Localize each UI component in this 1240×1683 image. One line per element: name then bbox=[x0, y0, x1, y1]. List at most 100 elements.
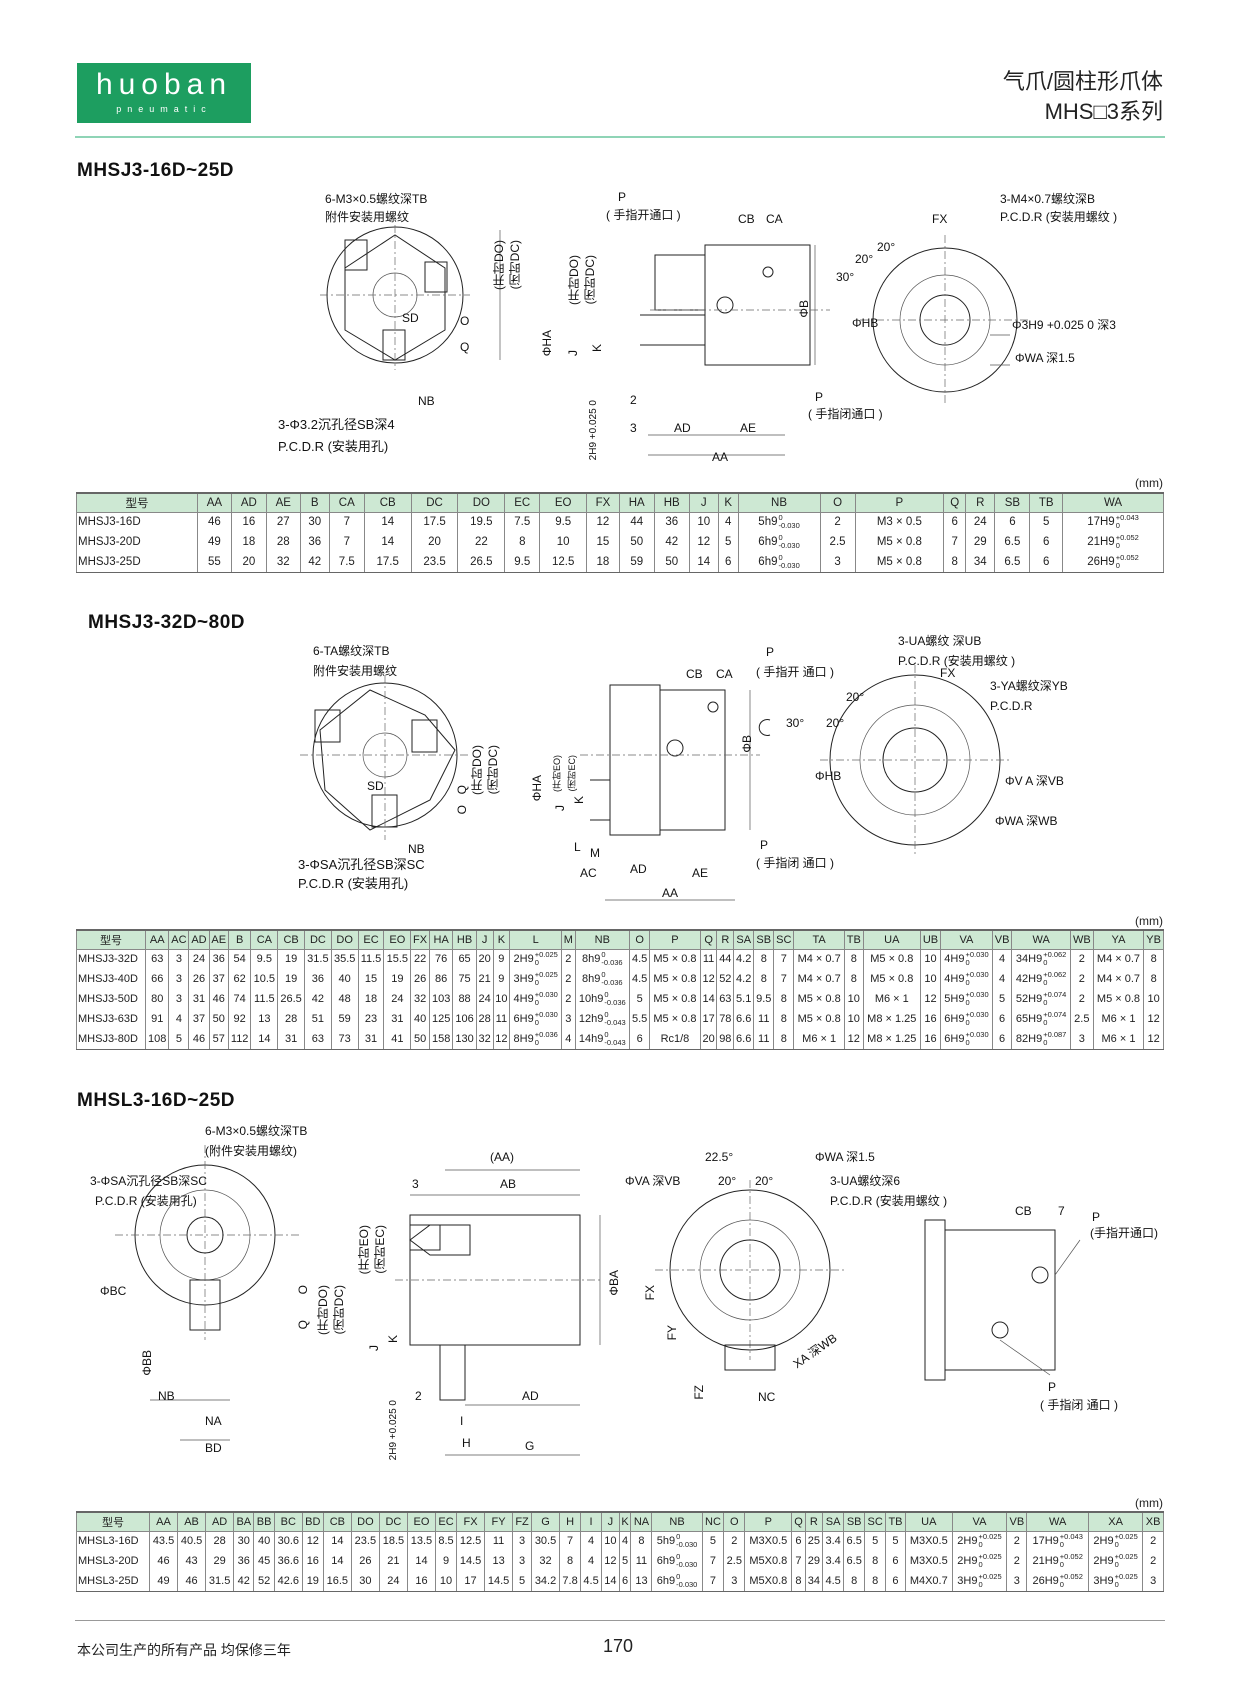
table-cell: 26 bbox=[188, 969, 210, 989]
callout: 30° bbox=[836, 270, 855, 284]
table-cell: 12 bbox=[919, 989, 941, 1009]
table-cell: 36 bbox=[208, 949, 229, 969]
callout: (闭时DC) bbox=[332, 1285, 346, 1335]
table-cell: 17.5 bbox=[410, 512, 459, 532]
table-cell: 8 bbox=[791, 1571, 806, 1592]
table-cell: 52 bbox=[253, 1571, 275, 1592]
callout: ΦHB bbox=[852, 316, 879, 330]
column-header: EO bbox=[383, 929, 412, 950]
column-header: AB bbox=[177, 1511, 207, 1532]
table-cell: 16 bbox=[919, 1009, 941, 1029]
table-cell: 10 bbox=[688, 512, 719, 532]
callout: 20° bbox=[877, 240, 896, 254]
callout: CB bbox=[738, 212, 755, 226]
callout: ( 手指闭 通口 ) bbox=[1040, 1398, 1118, 1412]
column-header: L bbox=[509, 929, 563, 950]
callout: SD bbox=[402, 311, 419, 325]
column-header: WA bbox=[1062, 492, 1164, 513]
table-cell: 27 bbox=[265, 512, 301, 532]
callout: ΦWA 深1.5 bbox=[815, 1150, 875, 1164]
column-header: P bbox=[854, 492, 945, 513]
logo-text: huoban bbox=[95, 68, 233, 101]
table-cell: 106 bbox=[452, 1009, 477, 1029]
table-cell: 42 bbox=[304, 989, 332, 1009]
column-header: NA bbox=[630, 1511, 653, 1532]
table-cell: 5 bbox=[618, 1551, 632, 1571]
column-header: CB bbox=[277, 929, 305, 950]
column-header: VB bbox=[1006, 1511, 1028, 1532]
column-header: R bbox=[804, 1511, 824, 1532]
callout: AE bbox=[740, 421, 757, 435]
table-cell: 2 bbox=[561, 969, 576, 989]
table-cell: 11.5 bbox=[357, 949, 385, 969]
callout: P.C.D.R (安装用螺纹 ) bbox=[830, 1194, 948, 1208]
callout: J bbox=[367, 1345, 381, 1351]
table-cell: 32 bbox=[475, 1029, 494, 1050]
column-header: G bbox=[530, 1511, 561, 1532]
column-header: NB bbox=[737, 492, 821, 513]
table-cell: 34.2 bbox=[530, 1571, 561, 1592]
callout: ( 手指闭 通口 ) bbox=[756, 856, 834, 870]
table-cell: M5 × 0.8 bbox=[854, 552, 945, 573]
callout: ΦHB bbox=[815, 769, 842, 783]
table-cell: 17 bbox=[699, 1009, 718, 1029]
callout: (附件安装用螺纹) bbox=[205, 1144, 297, 1158]
table-cell: 30.5 bbox=[530, 1531, 561, 1551]
callout: P bbox=[1048, 1380, 1057, 1394]
callout: CA bbox=[766, 212, 783, 226]
column-header: DC bbox=[378, 1511, 408, 1532]
table-cell: 8.5 bbox=[434, 1531, 458, 1551]
callout: 20° bbox=[855, 252, 874, 266]
table-cell: 4.2 bbox=[733, 969, 755, 989]
column-header: AD bbox=[188, 929, 210, 950]
table-cell: 40 bbox=[253, 1531, 275, 1551]
table-cell: 34 bbox=[965, 552, 996, 573]
table-cell: 12.5 bbox=[456, 1531, 486, 1551]
callout: (开时DO) bbox=[316, 1285, 330, 1335]
table-cell: 15.5 bbox=[383, 949, 412, 969]
callout: (开时EO) bbox=[357, 1225, 371, 1275]
callout: AD bbox=[522, 1389, 539, 1403]
column-header: H bbox=[559, 1511, 582, 1532]
table-cell: 2 bbox=[561, 949, 576, 969]
table-cell: 66 bbox=[144, 969, 170, 989]
table-cell: 13 bbox=[484, 1551, 514, 1571]
column-header: TB bbox=[843, 929, 864, 950]
tolerance: 0-0.043 bbox=[604, 1010, 626, 1027]
table-cell: 11 bbox=[753, 1029, 775, 1050]
table-cell: 40 bbox=[330, 969, 359, 989]
logo-subtext: pneumatic bbox=[116, 104, 212, 114]
model-cell: MHSL3-25D bbox=[76, 1571, 150, 1592]
column-header: XA bbox=[1087, 1511, 1144, 1532]
table-cell: 10 bbox=[492, 989, 511, 1009]
callout: 20° bbox=[755, 1174, 774, 1188]
table-cell: 44 bbox=[716, 949, 735, 969]
column-header: J bbox=[688, 492, 719, 513]
column-header: BD bbox=[301, 1511, 324, 1532]
table-cell: 12 bbox=[1143, 1029, 1164, 1050]
table-cell: 10.5 bbox=[250, 969, 279, 989]
table-cell: Rc1/8 bbox=[649, 1029, 701, 1050]
callout: FY bbox=[665, 1325, 679, 1341]
column-header: 型号 bbox=[76, 929, 146, 950]
tolerance: 0-0.036 bbox=[601, 950, 623, 968]
column-header: SB bbox=[843, 1511, 866, 1532]
